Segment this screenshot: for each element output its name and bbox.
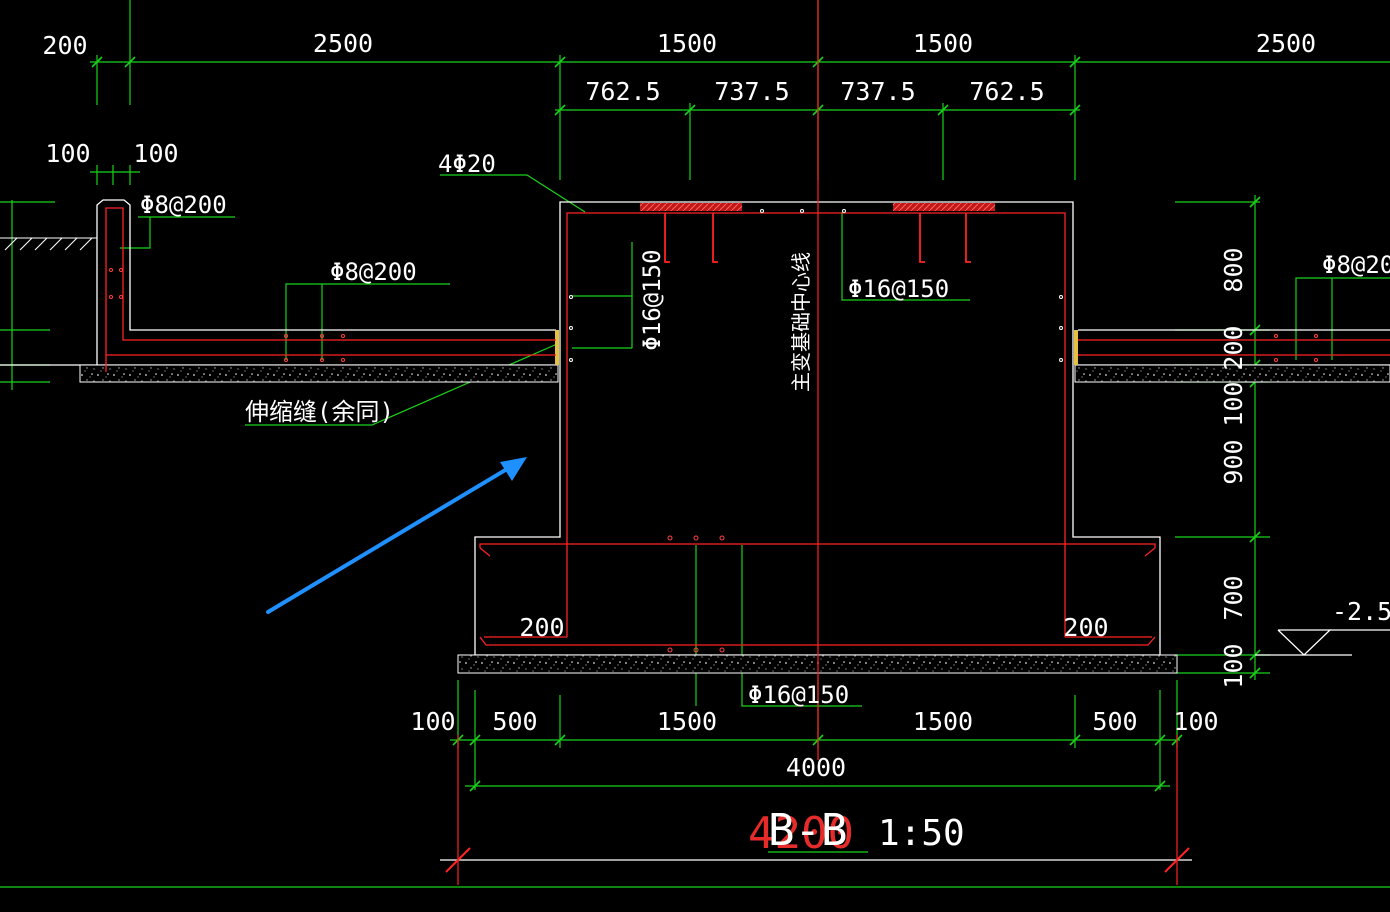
label-centerline: 主变基础中心线 [789,252,813,392]
title-scale-line [440,735,1192,885]
expansion-joint-left [555,330,559,365]
leader-lines [120,174,1390,707]
dim-left-100-a: 100 [45,139,90,168]
label-rebar-inner-right: Φ16@150 [848,275,949,303]
dim-737-right: 737.5 [840,77,915,106]
label-rebar-left-slab: Φ8@200 [330,258,417,286]
label-elevation: -2.50 [1332,597,1390,626]
bottom-dimension-labels: 100 500 1500 1500 500 100 4000 200 200 [410,613,1218,782]
gravel-cushion-right [1074,364,1390,383]
title-overlay-number: 4200 [748,808,854,859]
embedded-plate-left [640,203,742,211]
dim-corner-left: 200 [519,613,564,642]
dim-bottom-1500-left: 1500 [657,707,717,736]
title-scale: 1:50 [878,813,965,854]
dim-left-100-b: 100 [133,139,178,168]
label-expansion-joint: 伸缩缝(余同) [245,398,394,426]
dim-bottom-500-right: 500 [1092,707,1137,736]
dimension-lines [0,0,1390,888]
dim-bottom-total: 4000 [786,753,846,782]
dim-bottom-500-left: 500 [492,707,537,736]
dim-v-800: 800 [1219,247,1248,292]
dim-762-right: 762.5 [969,77,1044,106]
dim-bottom-1500-right: 1500 [913,707,973,736]
vertical-dimension-labels: 800 200 100 900 700 100 [1219,247,1248,688]
label-rebar-top: 4Φ20 [438,150,496,178]
expansion-joint-right [1074,330,1078,365]
label-rebar-right-slab: Φ8@20 [1322,251,1390,279]
dim-v-900: 900 [1219,439,1248,484]
section-title: 4200 B-B 1:50 [748,805,965,859]
dim-top-1500-left: 1500 [657,29,717,58]
rebar-labels: 4Φ20 Φ8@200 Φ8@200 Φ8@20 Φ16@150 Φ16@150… [140,150,1390,709]
dim-762-left: 762.5 [585,77,660,106]
embedded-plate-right [893,203,995,211]
gravel-cushion-left [79,364,559,383]
top-dimension-labels: 200 2500 1500 1500 2500 762.5 737.5 737.… [42,29,1316,168]
dim-737-left: 737.5 [714,77,789,106]
dim-corner-right: 200 [1063,613,1108,642]
dim-v-100-a: 100 [1219,381,1248,426]
wall-dots [569,209,1063,362]
dim-v-200: 200 [1219,325,1248,370]
label-rebar-wall-vertical: Φ16@150 [638,249,666,350]
dim-bottom-100-right: 100 [1173,707,1218,736]
rebar-dots [109,268,1318,653]
ground-hatch [0,237,97,251]
rebar-lines [105,207,1390,646]
dim-bottom-100-left: 100 [410,707,455,736]
dim-top-2500-right: 2500 [1256,29,1316,58]
elevation-symbol [1255,629,1390,656]
rebar-stubs [664,213,971,263]
foundation-outline [0,199,1390,656]
label-rebar-bottom: Φ16@150 [748,681,849,709]
title-section-name: B-B [768,805,847,856]
dim-v-100-b: 100 [1219,643,1248,688]
dim-v-700: 700 [1219,575,1248,620]
dim-top-1500-right: 1500 [913,29,973,58]
dim-top-200: 200 [42,31,87,60]
annotation-arrow[interactable] [266,457,527,614]
label-rebar-left-wall: Φ8@200 [140,191,227,219]
dim-top-2500-left: 2500 [313,29,373,58]
